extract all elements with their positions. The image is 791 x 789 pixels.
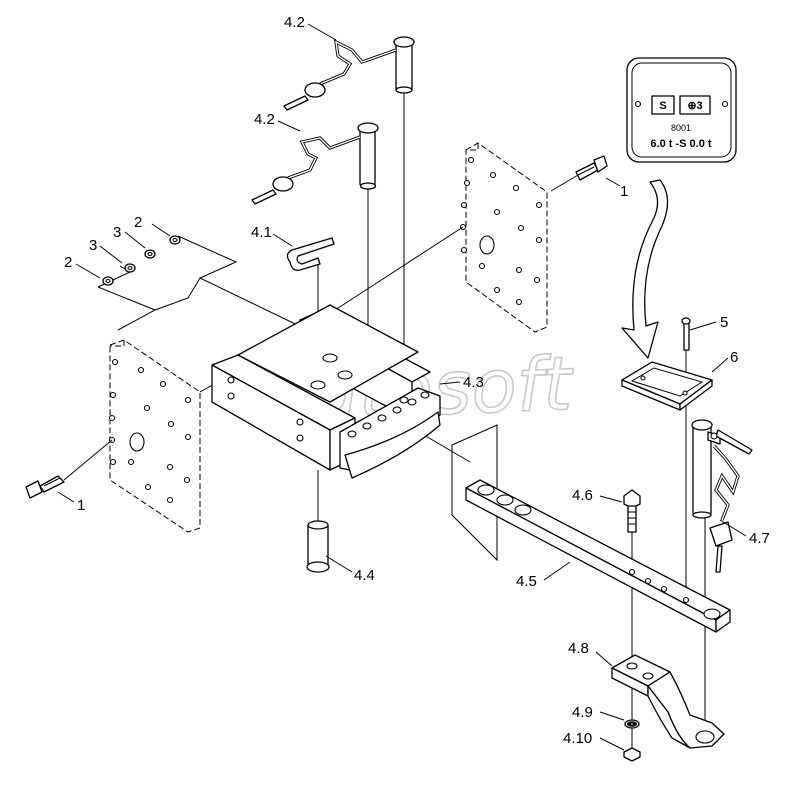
callout-4-10: 4.10 [563, 730, 592, 747]
plate-6 [621, 361, 713, 411]
drawbar-4-5 [465, 479, 731, 633]
callout-1-bottom: 1 [77, 497, 85, 514]
callout-4-3: 4.3 [463, 374, 484, 391]
washer-4-9 [624, 719, 640, 729]
pin-4-2-lower [251, 122, 379, 205]
callout-4-4: 4.4 [354, 567, 375, 584]
callout-3-b: 3 [89, 237, 97, 254]
mounting-plate-left [108, 339, 201, 533]
callout-4-1: 4.1 [251, 224, 272, 241]
nut-set [102, 235, 181, 286]
plate-rating: 6.0 t -S 0.0 t [650, 138, 711, 150]
callout-2-top: 2 [134, 214, 142, 231]
plate-left-code: S [659, 100, 666, 112]
plate-number: 8001 [671, 123, 691, 133]
callout-4-2-upper: 4.2 [284, 14, 305, 31]
plate-right-code: ⊕3 [687, 100, 702, 112]
callout-5: 5 [720, 314, 728, 331]
mounting-plate-right [459, 142, 548, 333]
callout-labels: 4.2 4.2 4.1 1 2 3 3 2 4.3 1 4.4 4.6 4.5 … [64, 14, 770, 747]
callout-4-6: 4.6 [572, 487, 593, 504]
callout-4-8: 4.8 [568, 640, 589, 657]
rating-plate-detail: S ⊕3 8001 6.0 t -S 0.0 t [626, 57, 737, 163]
tow-hook-4-8 [611, 654, 725, 749]
pin-5 [681, 317, 691, 351]
pin-4-2-upper [283, 36, 415, 111]
callout-3-a: 3 [113, 224, 121, 241]
pin-4-4 [306, 520, 330, 573]
callout-6: 6 [730, 349, 738, 366]
callout-1-top: 1 [620, 183, 628, 200]
pin-with-chain-4-7 [691, 419, 753, 573]
callout-4-5: 4.5 [516, 573, 537, 590]
callout-2-left: 2 [64, 254, 72, 271]
bolt-top-right [575, 155, 608, 181]
bolt-4-6 [623, 489, 641, 533]
callout-4-2-lower: 4.2 [254, 111, 275, 128]
hitch-frame [211, 304, 441, 479]
callout-leaders [57, 23, 747, 751]
callout-4-7: 4.7 [749, 530, 770, 547]
callout-4-9: 4.9 [572, 704, 593, 721]
clip-4-1 [286, 237, 335, 271]
nut-4-10 [623, 747, 641, 762]
detail-arrow [621, 179, 669, 359]
bolt-bottom-left [25, 475, 65, 499]
